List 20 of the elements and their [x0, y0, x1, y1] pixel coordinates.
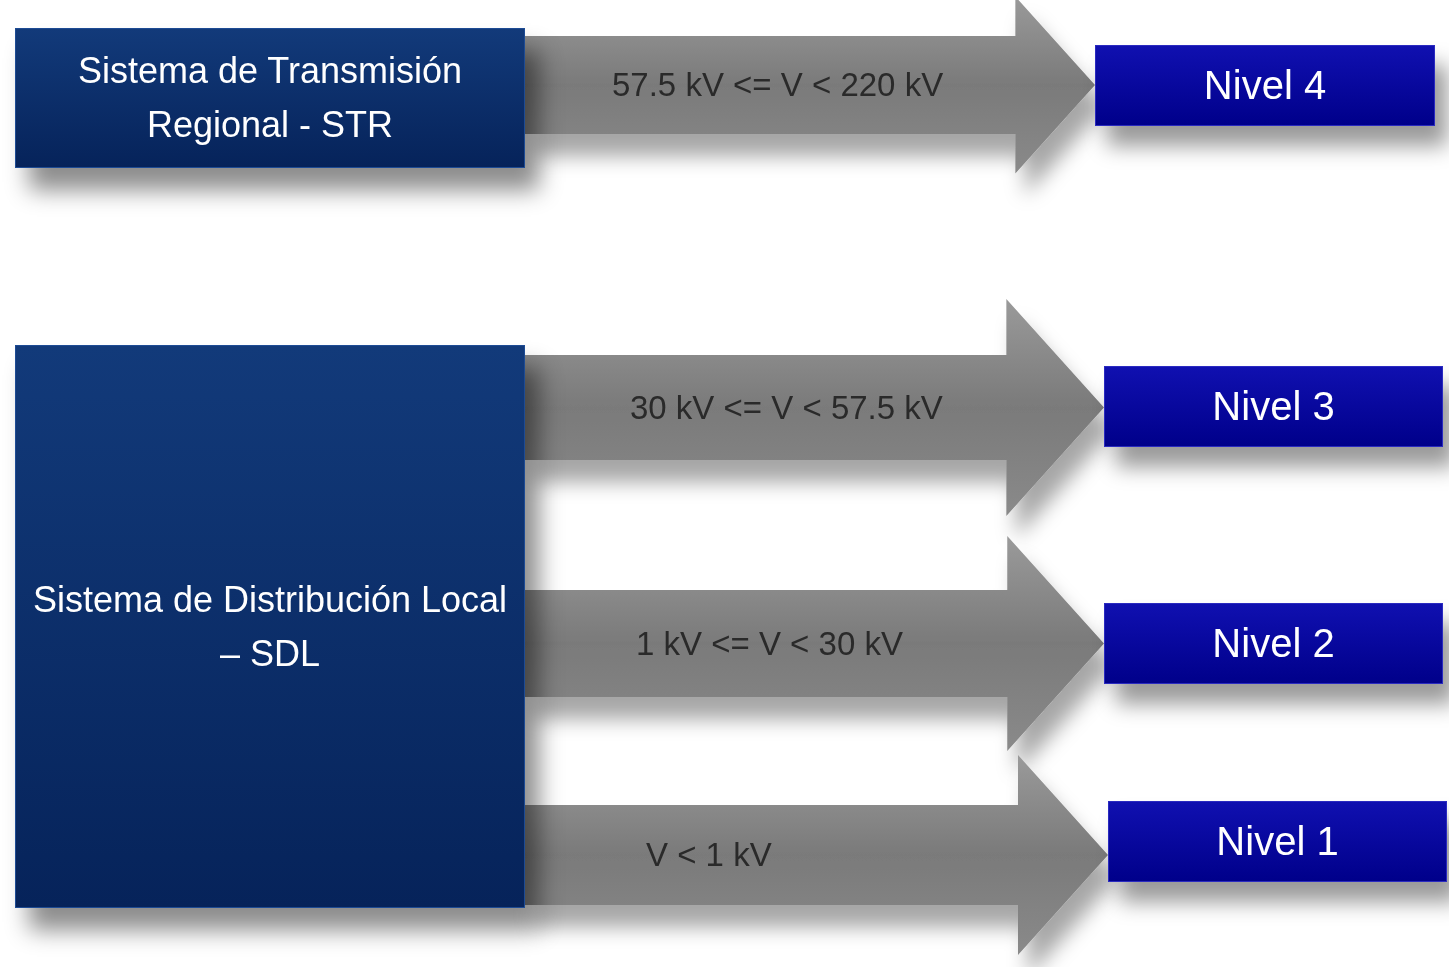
edge-label: 1 kV <= V < 30 kV — [636, 626, 903, 660]
level-box — [1104, 603, 1443, 684]
block-arrow — [525, 536, 1104, 751]
block-arrow — [525, 755, 1108, 955]
node-label: Nivel 1 — [1216, 819, 1339, 864]
node-label: Sistema de Distribución Local – SDL — [31, 577, 509, 676]
level-box — [1104, 366, 1443, 447]
edge-label: V < 1 kV — [646, 838, 772, 871]
edge-label: 57.5 kV <= V < 220 kV — [612, 68, 944, 101]
block-arrow — [525, 299, 1104, 516]
system-box — [15, 28, 525, 168]
level-box — [1095, 45, 1435, 126]
node-label: Nivel 3 — [1212, 384, 1335, 429]
node-label: Nivel 2 — [1212, 621, 1335, 666]
block-arrow — [525, 0, 1095, 174]
system-box — [15, 345, 525, 908]
node-label: Sistema de Transmisión Regional - STR — [76, 49, 464, 147]
node-label: Nivel 4 — [1203, 63, 1327, 108]
edge-label: 30 kV <= V < 57.5 kV — [630, 390, 943, 424]
level-box — [1108, 801, 1447, 882]
